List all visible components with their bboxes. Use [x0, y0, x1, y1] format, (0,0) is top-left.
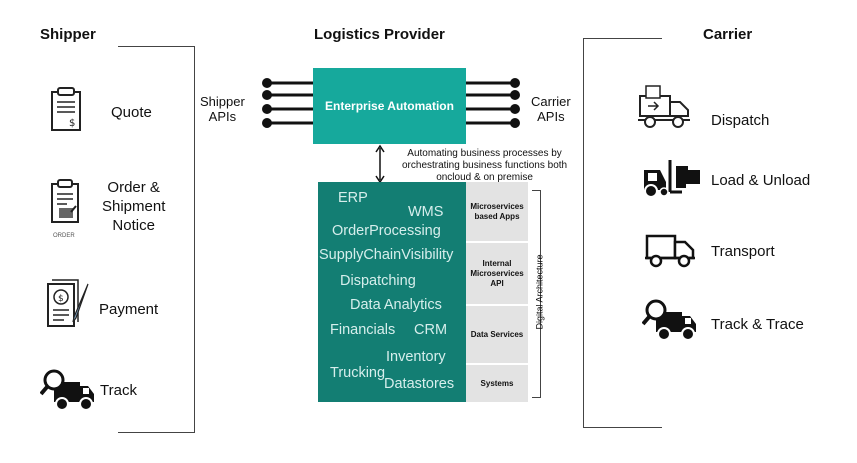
- shipper-apis-label: Shipper APIs: [200, 94, 245, 124]
- payment-label: Payment: [99, 301, 159, 318]
- layer-internal-microservices-api: Internal Microservices API: [466, 243, 528, 304]
- app-trucking: Trucking: [330, 365, 386, 381]
- track-trace-truck-magnifier-icon: [641, 298, 698, 347]
- carrier-apis-label: Carrier APIs: [531, 94, 571, 124]
- applications-panel: ERP WMS OrderProcessing SupplyChainVisib…: [318, 182, 466, 402]
- order-clipboard-icon: [47, 178, 85, 233]
- forklift-icon: [640, 156, 702, 203]
- quote-document-icon: $: [46, 86, 86, 139]
- enterprise-automation-label: Enterprise Automation: [325, 99, 454, 113]
- track-truck-magnifier-icon: [39, 368, 96, 417]
- app-wms: WMS: [408, 204, 444, 220]
- app-order-processing: OrderProcessing: [332, 223, 441, 239]
- track-label: Track: [100, 382, 137, 399]
- dispatch-label: Dispatch: [711, 112, 770, 129]
- automation-note: Automating business processes by orchest…: [402, 148, 568, 183]
- app-supply-chain-visibility: SupplyChainVisibility: [319, 247, 454, 263]
- quote-label: Quote: [111, 104, 152, 121]
- transport-label: Transport: [711, 243, 775, 260]
- layer-microservices-apps: Microservices based Apps: [466, 182, 528, 241]
- layer-systems: Systems: [466, 365, 528, 402]
- shipper-title: Shipper: [40, 26, 96, 43]
- carrier-bracket: [583, 38, 662, 428]
- digital-architecture-label: Digital Architecture: [534, 254, 545, 330]
- svg-text:$: $: [69, 118, 75, 129]
- layer-data-services: Data Services: [466, 306, 528, 363]
- api-connectors: [262, 78, 520, 128]
- digital-architecture-bracket: [532, 190, 541, 398]
- app-data-analytics: Data Analytics: [350, 297, 442, 313]
- app-datastores: Datastores: [384, 376, 455, 392]
- carrier-title: Carrier: [703, 26, 753, 43]
- app-crm: CRM: [414, 322, 448, 338]
- logistics-provider-title: Logistics Provider: [314, 26, 445, 43]
- app-financials: Financials: [330, 322, 396, 338]
- app-dispatching: Dispatching: [340, 273, 416, 289]
- shipper-bracket: [118, 46, 195, 433]
- dispatch-truck-icon: [636, 84, 692, 135]
- payment-document-icon: $: [44, 278, 90, 335]
- load-unload-label: Load & Unload: [711, 172, 811, 189]
- order-sublabel: ORDER: [53, 233, 75, 239]
- enterprise-automation-box: Enterprise Automation: [313, 68, 466, 144]
- app-inventory: Inventory: [386, 349, 446, 365]
- app-erp: ERP: [338, 190, 368, 206]
- architecture-layers: Microservices based Apps Internal Micros…: [466, 182, 528, 402]
- order-shipment-label: Order & Shipment Notice: [102, 179, 166, 234]
- svg-text:$: $: [58, 294, 64, 304]
- transport-truck-icon: [643, 230, 697, 275]
- track-trace-label: Track & Trace: [711, 316, 804, 333]
- double-arrow-icon: [375, 144, 385, 184]
